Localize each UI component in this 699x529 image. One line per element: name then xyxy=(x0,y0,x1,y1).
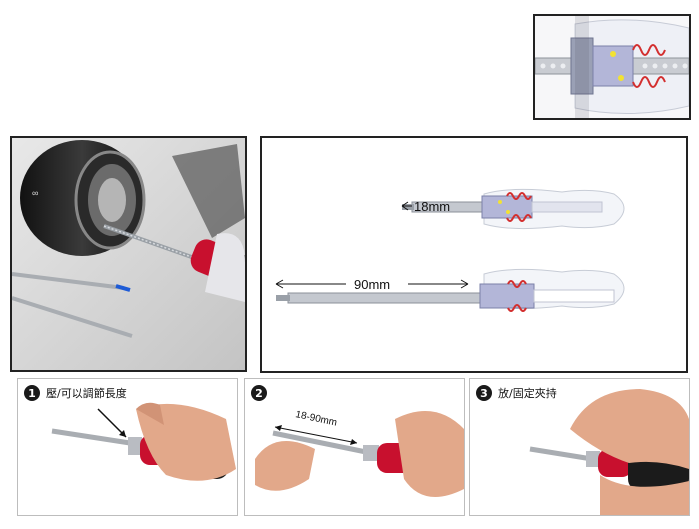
step-2-panel: 18-90mm 2 xyxy=(244,378,465,516)
short-length-label: 18mm xyxy=(414,199,450,214)
length-dimension-diagram: 18mm 90mm xyxy=(260,136,688,373)
long-length-label: 90mm xyxy=(354,277,390,292)
short-length-dimension: 18mm xyxy=(401,199,450,214)
step-3-panel: 3 放/固定夾持 xyxy=(469,378,690,516)
step-1-number-badge: 1 xyxy=(24,385,40,401)
camera-lens-photo: ∞ xyxy=(10,136,247,372)
short-extension-tool xyxy=(402,188,625,230)
step-3-label: 放/固定夾持 xyxy=(498,387,557,400)
step-1-label: 壓/可以調節長度 xyxy=(46,387,127,400)
long-extension-tool xyxy=(276,268,625,312)
step-1-heading: 1 壓/可以調節長度 xyxy=(24,385,127,401)
long-length-dimension: 90mm xyxy=(275,277,469,292)
step-2-heading: 2 xyxy=(251,385,267,401)
cutaway-detail-image xyxy=(533,14,691,120)
svg-text:∞: ∞ xyxy=(32,188,38,198)
step-3-number-badge: 3 xyxy=(476,385,492,401)
step-1-panel: 1 壓/可以調節長度 xyxy=(17,378,238,516)
step-2-number-badge: 2 xyxy=(251,385,267,401)
step-3-heading: 3 放/固定夾持 xyxy=(476,385,557,401)
